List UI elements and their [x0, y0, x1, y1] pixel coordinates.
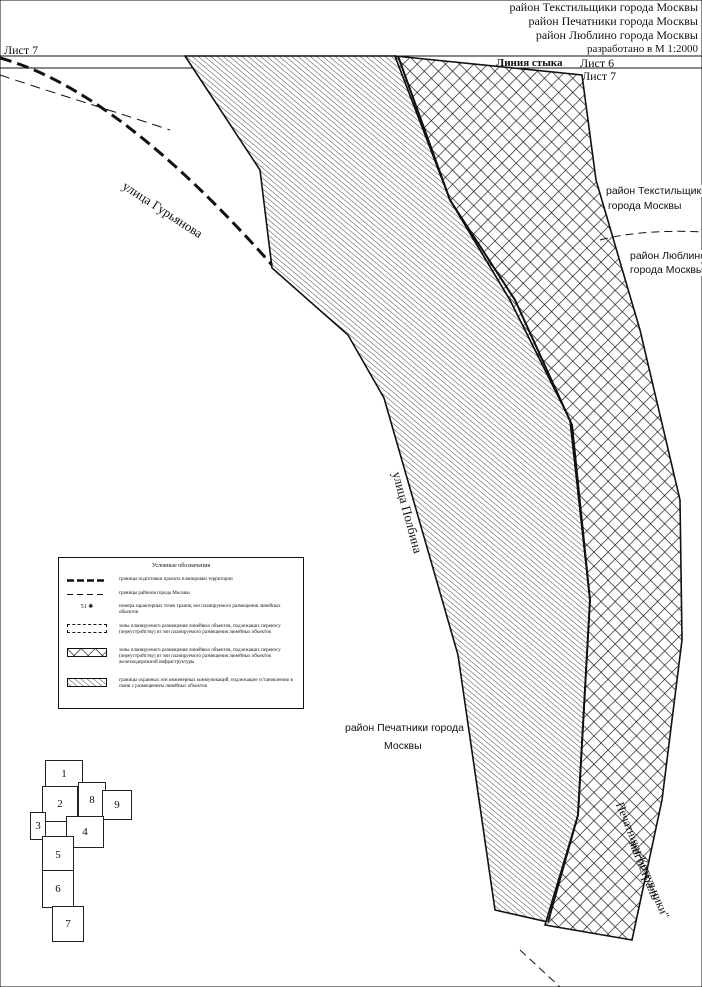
legend-symbol-dashed-zone — [67, 624, 107, 633]
header-line-2: район Печатники города Москвы — [528, 14, 698, 28]
district-tekstilshchiki-2: города Москвы — [608, 200, 682, 212]
legend-title: Условные обозначения — [151, 563, 211, 569]
index-sheet-5[interactable]: 5 — [42, 836, 74, 874]
railway-line — [397, 55, 592, 923]
header-line-1: район Текстильщики города Москвы — [509, 0, 698, 14]
district-pechatniki-2: Москвы — [384, 740, 422, 752]
index-sheet-6[interactable]: 6 — [42, 870, 74, 908]
sheet-left-label: Лист 7 — [4, 43, 39, 57]
legend-symbol-hatch — [67, 678, 107, 687]
district-tekstilshchiki-1: район Текстильщики — [606, 185, 702, 197]
legend-text-1: границы подготовки проекта планировки те… — [119, 577, 233, 582]
planning-boundary — [0, 56, 274, 266]
legend-symbol-planning-boundary — [67, 579, 107, 582]
legend-symbol-crosshatch — [67, 648, 107, 657]
legend-point-number: 51 — [80, 604, 87, 610]
legend-symbol-district-boundary — [67, 594, 107, 595]
legend-text-4: зоны планируемого размещения линейных об… — [119, 624, 281, 635]
index-sheet-9[interactable]: 9 — [102, 790, 132, 820]
district-boundary-2 — [599, 230, 702, 241]
legend-text-6: границы охранных зон инженерных коммуник… — [119, 678, 293, 689]
index-sheet-7[interactable]: 7 — [52, 906, 84, 942]
joint-line-label: Линия стыка — [496, 57, 563, 69]
district-lyublino-1: район Люблино — [630, 250, 702, 262]
district-boundary-3 — [0, 74, 171, 131]
sheet-right-label: Лист 7 — [582, 69, 617, 83]
district-lyublino-2: города Москвы — [630, 264, 702, 276]
district-pechatniki-1: район Печатники города — [345, 722, 464, 734]
legend-text-2: границы районов города Москвы — [119, 591, 190, 596]
crosshatched-zone — [393, 55, 683, 941]
legend: Условные обозначения границы подготовки … — [58, 557, 304, 709]
index-sheet-3[interactable]: 3 — [30, 812, 46, 840]
legend-symbol-point: 51 ✱ — [80, 604, 94, 610]
district-boundary-1 — [519, 949, 561, 987]
legend-text-3: номера характерных точек границ зон план… — [119, 604, 281, 615]
header-scale: разработано в М 1:2000 — [586, 43, 698, 55]
legend-text-5: зоны планируемого размещения линейных об… — [119, 648, 281, 665]
sheet-top-right-label: Лист 6 — [580, 56, 615, 70]
header-line-3: район Люблино города Москвы — [535, 28, 698, 42]
